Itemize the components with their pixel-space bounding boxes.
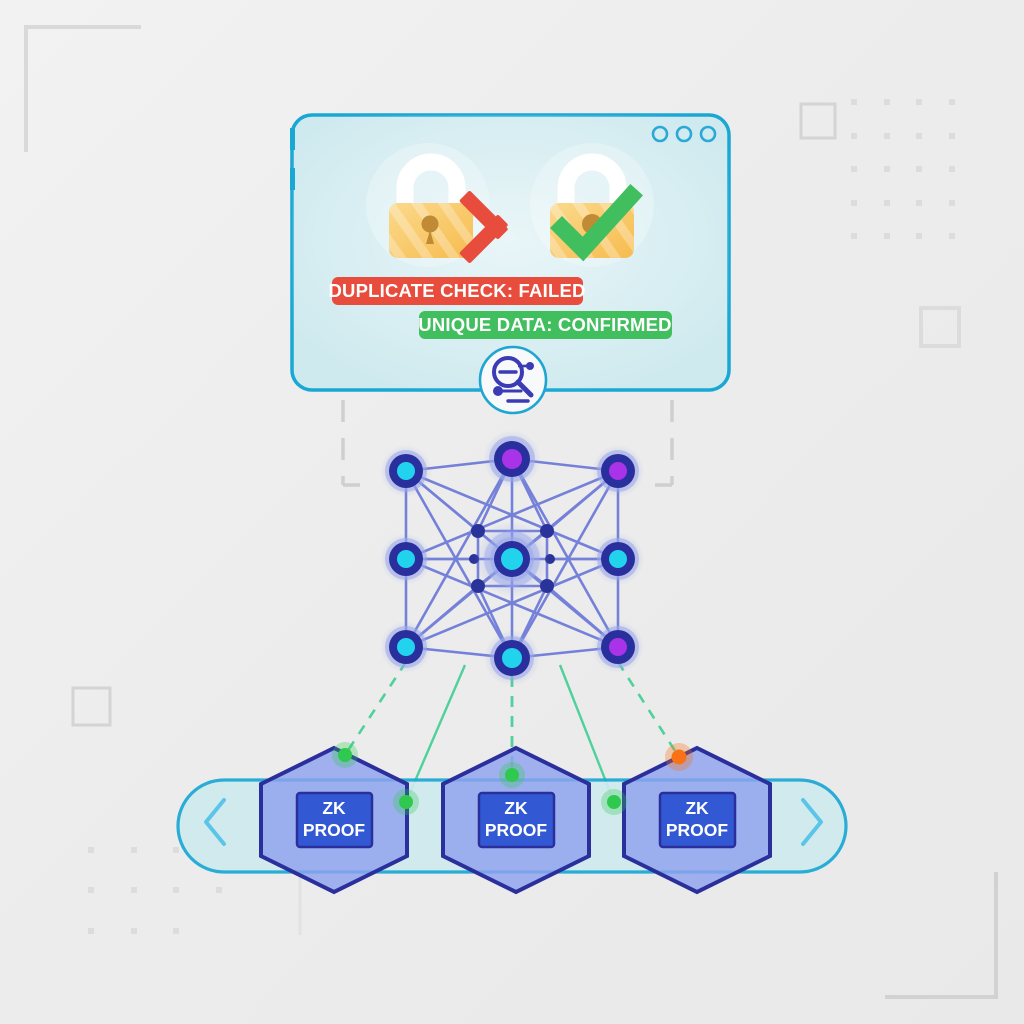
zk-proof-badge <box>477 791 556 849</box>
node-top-right[interactable] <box>592 445 644 497</box>
zk-proof-label-line2: PROOF <box>485 820 548 840</box>
panel-edge-accent-2 <box>290 168 295 190</box>
cross-icon <box>459 191 508 263</box>
node-top-left[interactable] <box>380 445 432 497</box>
marker-4[interactable] <box>601 789 627 815</box>
duplicate-check-badge[interactable]: DUPLICATE CHECK: FAILED <box>328 277 585 305</box>
zk-proof-badge <box>295 791 374 849</box>
marker-1[interactable] <box>332 742 358 768</box>
node-center[interactable] <box>474 521 550 597</box>
zk-proof-2[interactable]: ZK PROOF <box>441 745 591 895</box>
inner-node-tl[interactable] <box>471 524 485 538</box>
zk-proof-label-line2: PROOF <box>666 820 729 840</box>
network-outer-nodes[interactable] <box>380 430 644 686</box>
node-mid-left[interactable] <box>380 533 432 585</box>
inner-node-bl[interactable] <box>471 579 485 593</box>
marker-2[interactable] <box>393 789 419 815</box>
lock-confirmed[interactable] <box>549 153 644 262</box>
node-bottom-center[interactable] <box>484 630 540 686</box>
magnifier-node-analysis-icon[interactable] <box>478 345 548 415</box>
unique-data-badge-label: UNIQUE DATA: CONFIRMED <box>418 314 671 335</box>
dot-grid-top-right <box>851 99 955 239</box>
decor-square-mid-right <box>919 306 961 348</box>
node-top-center[interactable] <box>483 430 541 488</box>
dot-grid-bottom-left <box>88 847 222 934</box>
marker-3[interactable] <box>499 762 525 788</box>
decor-square-top-right <box>799 102 837 140</box>
duplicate-check-badge-bg <box>332 277 583 305</box>
padlock-keyhole-icon <box>421 215 439 233</box>
marker-5[interactable] <box>665 743 693 771</box>
lock-failed[interactable] <box>389 153 508 264</box>
window-dot-2[interactable] <box>675 125 693 143</box>
unique-data-badge-bg <box>419 311 672 339</box>
zk-proof-3[interactable]: ZK PROOF <box>622 745 772 895</box>
magnifier-handle-icon <box>515 379 534 398</box>
window-dot-3[interactable] <box>699 125 717 143</box>
zk-proof-label-line1: ZK <box>685 798 709 818</box>
check-icon <box>549 183 644 262</box>
padlock-keyhole-stem <box>426 230 434 244</box>
panel-edge-accent-1 <box>290 128 295 150</box>
zk-proof-badge <box>658 791 737 849</box>
corner-bracket-top-left <box>24 25 141 152</box>
node-bottom-left[interactable] <box>380 621 432 673</box>
duplicate-check-badge-label: DUPLICATE CHECK: FAILED <box>328 280 585 301</box>
proof-status-markers[interactable] <box>332 742 693 815</box>
analysis-node-dot-1 <box>526 362 534 370</box>
zk-proof-label-line2: PROOF <box>303 820 366 840</box>
analysis-node-dot-2 <box>493 386 503 396</box>
chevron-right-icon[interactable] <box>801 798 823 846</box>
decor-square-bottom-left <box>71 686 112 727</box>
inner-node-br[interactable] <box>540 579 554 593</box>
zk-proof-label-line1: ZK <box>322 798 346 818</box>
node-mid-right[interactable] <box>592 533 644 585</box>
node-bottom-right[interactable] <box>592 621 644 673</box>
unique-data-badge[interactable]: UNIQUE DATA: CONFIRMED <box>418 311 672 339</box>
zk-proof-label-line1: ZK <box>504 798 528 818</box>
inner-node-tr[interactable] <box>540 524 554 538</box>
chevron-left-icon[interactable] <box>204 798 226 846</box>
corner-bracket-bottom-right <box>885 872 998 999</box>
padlock-shackle-icon <box>396 153 466 219</box>
magnifier-lens-icon <box>492 356 524 388</box>
zk-proof-1[interactable]: ZK PROOF <box>259 745 409 895</box>
network-dashed-frame <box>341 400 674 487</box>
window-dot-1[interactable] <box>651 125 669 143</box>
padlock-shackle-icon <box>557 153 627 219</box>
